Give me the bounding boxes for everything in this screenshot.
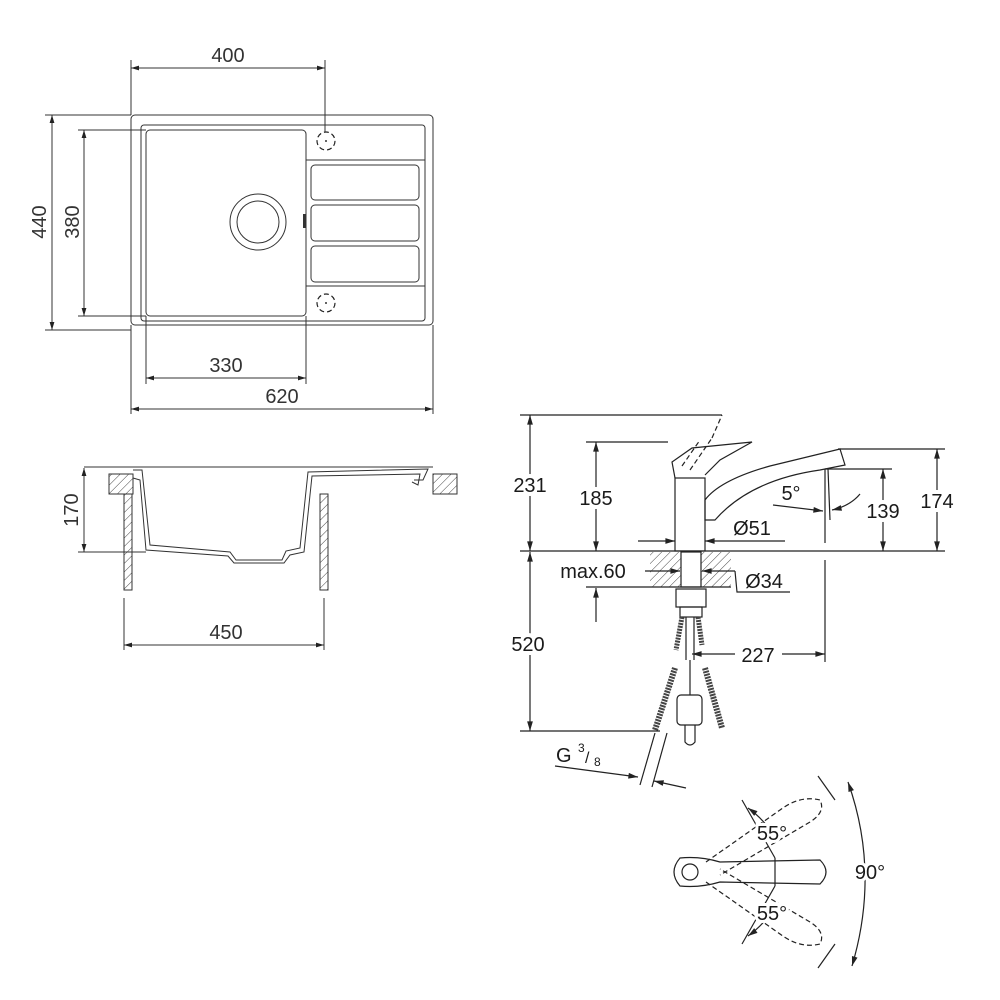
drainboard-rib <box>310 164 420 201</box>
lever-top-view: 55° 55° 90° <box>673 775 888 969</box>
drain-inner <box>236 200 280 244</box>
dim-400: 400 <box>211 45 244 67</box>
drainboard-rib <box>310 245 420 283</box>
angle-55-bottom: 55° <box>757 903 787 925</box>
tap-hole-top <box>316 131 336 151</box>
lever-handle <box>673 856 827 888</box>
sink-bowl <box>145 129 307 317</box>
sink-outline <box>130 114 434 326</box>
drain-outer <box>229 193 287 251</box>
faucet-side-view: 231 185 174 139 5° Ø51 max.60 Ø34 <box>507 414 958 789</box>
svg-text:G: G <box>556 745 572 767</box>
svg-text:/: / <box>585 750 590 767</box>
angle-55-top: 55° <box>757 823 787 845</box>
supply-hose-left <box>652 667 678 731</box>
cabinet-wall-left <box>123 493 133 591</box>
hose-weight <box>676 694 703 726</box>
dim-520: 520 <box>511 634 544 656</box>
supply-hose-right <box>702 667 725 729</box>
tap-hole-bottom <box>316 293 336 313</box>
sink-profile <box>133 468 429 561</box>
dim-185: 185 <box>579 488 612 510</box>
svg-text:3: 3 <box>578 741 585 755</box>
mounting-nut <box>675 588 707 608</box>
faucet-handle <box>671 441 753 479</box>
dim-330: 330 <box>209 355 242 377</box>
countertop-right <box>432 473 458 495</box>
dim-170: 170 <box>61 493 83 526</box>
faucet-body <box>674 477 706 552</box>
drainboard-rib <box>310 204 420 242</box>
countertop-left <box>108 473 134 495</box>
dim-max-60: max.60 <box>560 561 626 583</box>
dim-450: 450 <box>209 622 242 644</box>
cabinet-wall-right <box>319 493 329 591</box>
dim-diameter-34: Ø34 <box>745 571 783 593</box>
dim-380: 380 <box>62 205 84 238</box>
lever-position-right <box>705 868 823 946</box>
lever-position-left <box>705 798 823 876</box>
dim-227: 227 <box>741 645 774 667</box>
dim-231: 231 <box>513 475 546 497</box>
sink-rim <box>140 124 426 322</box>
angle-5: 5° <box>781 483 800 505</box>
svg-text:8: 8 <box>594 755 601 769</box>
angle-90: 90° <box>855 862 885 884</box>
dim-139: 139 <box>866 501 899 523</box>
countertop-hatch <box>650 552 681 587</box>
sink-side-view: 170 450 <box>61 466 458 650</box>
dim-174: 174 <box>920 491 953 513</box>
dim-diameter-51: Ø51 <box>733 518 771 540</box>
sink-top-view: 400 440 380 330 620 <box>29 45 434 414</box>
dim-440: 440 <box>29 205 51 238</box>
mount-shank <box>680 551 702 588</box>
dim-620: 620 <box>265 386 298 408</box>
faucet-spout <box>704 448 846 521</box>
thread-g-3-8: G 3 / 8 <box>556 741 601 769</box>
